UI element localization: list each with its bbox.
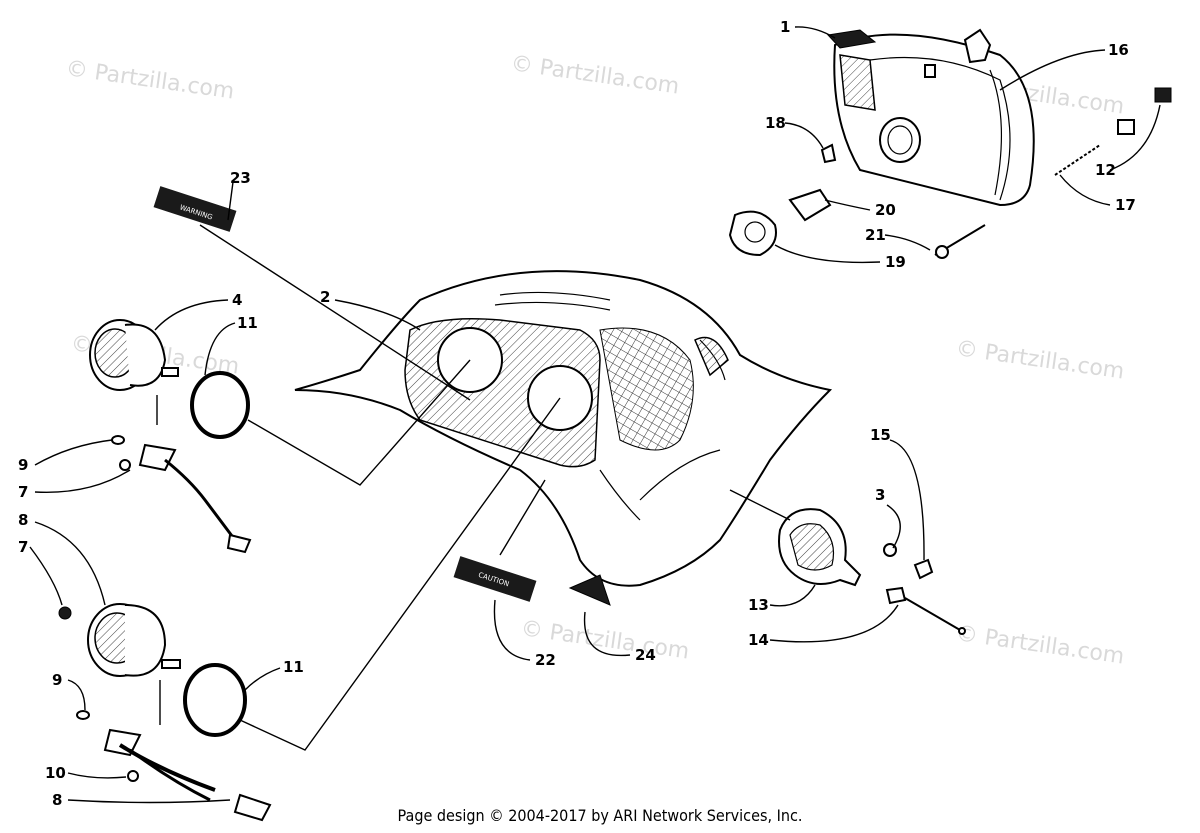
callout-8-label: 8 xyxy=(52,791,62,809)
callout-20: 20 xyxy=(875,201,896,219)
callout-3: 3 xyxy=(875,486,885,504)
callout-16: 16 xyxy=(1108,41,1129,59)
decal-24 xyxy=(568,574,611,606)
switch-assembly xyxy=(778,508,966,635)
callout-18: 19 xyxy=(885,253,906,271)
callout-17: 17 xyxy=(1115,196,1136,214)
gauge-4 xyxy=(89,319,179,391)
callout-9-upper: 9 xyxy=(18,456,28,474)
callout-numbers: 1 16 18 12 17 20 21 19 23 2 4 11 9 7 8 9… xyxy=(18,18,1136,809)
callout-9-lower: 9 xyxy=(52,671,62,689)
ring-11-upper xyxy=(190,371,250,439)
watermark-6: © Partzilla.com xyxy=(954,621,1126,669)
callout-13: 13 xyxy=(748,596,769,614)
watermark-2: © Partzilla.com xyxy=(509,51,681,99)
callout-10: 10 xyxy=(45,764,66,782)
callout-15: 15 xyxy=(870,426,891,444)
callout-22: 22 xyxy=(535,651,556,669)
leader-lines xyxy=(29,26,1161,804)
wire-harness-5 xyxy=(111,435,252,554)
gauge-6 xyxy=(58,603,181,677)
decal-23: WARNING xyxy=(153,186,237,232)
callout-21: 21 xyxy=(865,226,886,244)
callout-4: 4 xyxy=(232,291,242,309)
headlight-assembly xyxy=(728,28,1172,259)
callout-23: 23 xyxy=(230,169,251,187)
callout-2: 2 xyxy=(320,288,330,306)
ring-11-lower xyxy=(183,663,247,737)
callout-14: 14 xyxy=(748,631,769,649)
reflector-clip xyxy=(826,29,877,49)
callout-24: 24 xyxy=(635,646,656,664)
callout-1: 1 xyxy=(780,18,790,36)
hood-dashboard xyxy=(294,270,833,587)
callout-6: 8 xyxy=(18,511,28,529)
page-footer: Page design © 2004-2017 by ARI Network S… xyxy=(397,806,803,825)
watermark-4: © Partzilla.com xyxy=(954,336,1126,384)
callout-12: 12 xyxy=(1095,161,1116,179)
callout-5: 7 xyxy=(18,483,28,501)
callout-11-upper: 11 xyxy=(237,314,258,332)
callout-11-lower: 11 xyxy=(283,658,304,676)
callout-19: 18 xyxy=(765,114,786,132)
decal-22: CAUTION xyxy=(453,556,537,602)
watermark-1: © Partzilla.com xyxy=(64,56,236,104)
callout-7-label: 7 xyxy=(18,538,28,556)
wire-harness-8 xyxy=(76,710,272,822)
